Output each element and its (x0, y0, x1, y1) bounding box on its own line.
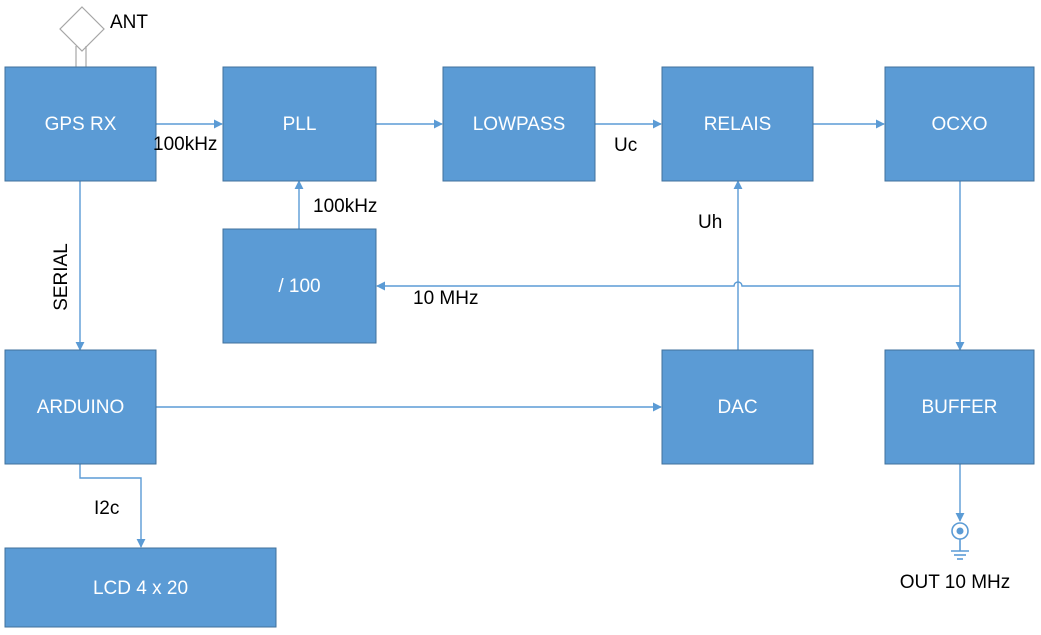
label-divider-pll: 100kHz (313, 196, 377, 217)
block-dac: DAC (661, 349, 814, 465)
block-ocxo-label: OCXO (932, 114, 988, 135)
label-arduino-lcd: I2c (94, 498, 119, 519)
block-buffer-label: BUFFER (922, 397, 998, 418)
label-dac-relais: Uh (698, 212, 722, 233)
block-lcd: LCD 4 x 20 (4, 547, 277, 628)
block-relais: RELAIS (661, 66, 814, 182)
label-gps-pll: 100kHz (153, 134, 217, 155)
block-arduino: ARDUINO (4, 349, 157, 465)
label-output: OUT 10 MHz (900, 572, 1011, 593)
label-ocxo-divider: 10 MHz (413, 288, 478, 309)
block-relais-label: RELAIS (704, 114, 772, 135)
block-gps-rx-label: GPS RX (45, 114, 117, 135)
block-gps-rx: GPS RX (4, 66, 157, 182)
ground-icon (951, 539, 969, 560)
block-divider-label: / 100 (278, 276, 320, 297)
block-dac-label: DAC (717, 397, 757, 418)
block-lowpass-label: LOWPASS (473, 114, 566, 135)
label-gps-arduino: SERIAL (51, 243, 72, 311)
block-pll: PLL (222, 66, 377, 182)
block-lowpass: LOWPASS (442, 66, 596, 182)
wire-arduino-lcd (79, 464, 146, 548)
label-lowpass-relais: Uc (614, 135, 637, 156)
block-divider: / 100 (222, 228, 377, 344)
antenna-label: ANT (110, 12, 148, 33)
coax-output-icon (951, 522, 969, 540)
wire-ocxo-divider (376, 281, 960, 291)
connections (75, 119, 965, 548)
antenna-icon (59, 6, 105, 67)
block-lcd-label: LCD 4 x 20 (93, 578, 188, 599)
block-arduino-label: ARDUINO (37, 397, 125, 418)
block-buffer: BUFFER (884, 349, 1035, 465)
block-ocxo: OCXO (884, 66, 1035, 182)
block-pll-label: PLL (283, 114, 317, 135)
